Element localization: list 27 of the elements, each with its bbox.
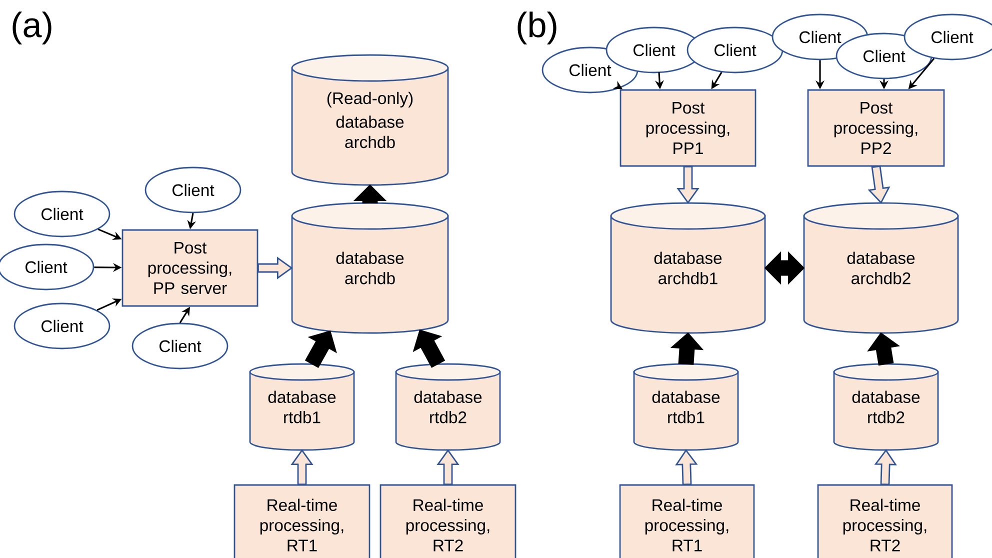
hollow-block-arrow xyxy=(675,449,698,486)
hollow-block-arrow xyxy=(290,449,314,485)
hollow-block-arrow xyxy=(868,165,890,204)
database-cylinder: (Read-only) database archdb xyxy=(291,54,449,186)
process-box: Real-time processing, RT2 xyxy=(380,484,516,558)
hollow-block-arrow xyxy=(436,449,460,485)
hollow-block-arrow xyxy=(874,449,897,486)
process-box: Real-time processing, RT2 xyxy=(817,484,953,558)
process-box: Post processing, PP2 xyxy=(807,89,945,167)
database-cylinder: database rtdb2 xyxy=(395,363,501,451)
block-arrow xyxy=(670,332,704,365)
database-cylinder: database archdb1 xyxy=(610,202,766,334)
panel-label: (b) xyxy=(518,12,556,44)
hollow-block-arrow xyxy=(258,256,293,280)
process-box: Post processing, PP1 xyxy=(620,89,756,167)
panel-label: (a) xyxy=(12,12,52,44)
database-cylinder: database archdb xyxy=(291,202,449,334)
node-label: Client xyxy=(932,30,974,44)
database-cylinder: database rtdb1 xyxy=(249,363,355,451)
database-cylinder: database rtdb1 xyxy=(633,363,739,451)
database-cylinder: database rtdb2 xyxy=(833,363,939,451)
process-box: Real-time processing, RT1 xyxy=(619,484,755,558)
block-arrow xyxy=(353,184,387,204)
hollow-block-arrow xyxy=(676,166,700,204)
process-box: Post processing, PP server xyxy=(122,229,258,307)
database-cylinder: database archdb2 xyxy=(803,202,959,334)
process-box: Real-time processing, RT1 xyxy=(234,484,370,558)
